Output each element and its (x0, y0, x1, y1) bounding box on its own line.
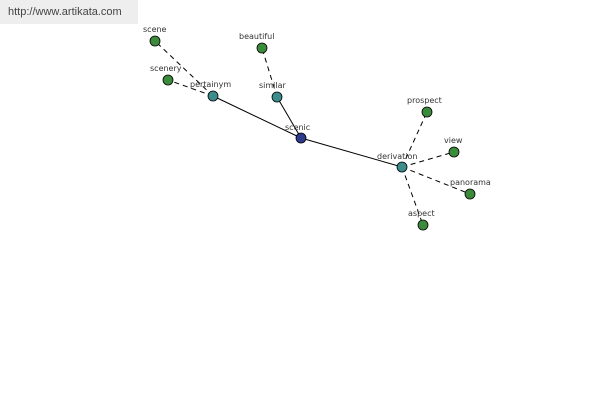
node-aspect[interactable] (417, 219, 429, 231)
edge-scenic-similar (276, 96, 302, 139)
node-derivation[interactable] (396, 161, 408, 173)
node-label-scenic[interactable]: scenic (285, 123, 310, 132)
node-beautiful[interactable] (256, 42, 268, 54)
edge-scenic-pertainym (212, 95, 302, 139)
node-pertainym[interactable] (207, 90, 219, 102)
graph-labels: scenic pertainym similar derivation scene sce… (143, 25, 491, 218)
node-label-derivation[interactable]: derivation (377, 152, 417, 161)
node-label-aspect[interactable]: aspect (408, 209, 435, 218)
node-scene[interactable] (149, 35, 161, 47)
node-scenic[interactable] (295, 132, 307, 144)
graph-nodes (149, 35, 476, 231)
node-label-scene[interactable]: scene (143, 25, 167, 34)
node-label-prospect[interactable]: prospect (407, 96, 442, 105)
node-label-panorama[interactable]: panorama (450, 178, 491, 187)
node-panorama[interactable] (464, 188, 476, 200)
node-label-scenery[interactable]: scenery (150, 64, 182, 73)
edge-derivation-prospect (401, 111, 428, 168)
node-label-view[interactable]: view (444, 136, 463, 145)
edge-derivation-aspect (401, 166, 424, 226)
edge-pertainym-scenery (167, 79, 214, 97)
edge-derivation-view (401, 151, 455, 168)
graph-edges (154, 40, 471, 226)
node-view[interactable] (448, 146, 460, 158)
node-label-similar[interactable]: similar (259, 81, 287, 90)
site-url-watermark[interactable]: http://www.artikata.com (0, 0, 138, 24)
edge-scenic-derivation (300, 137, 403, 168)
node-scenery[interactable] (162, 74, 174, 86)
node-similar[interactable] (271, 91, 283, 103)
node-prospect[interactable] (421, 106, 433, 118)
node-label-pertainym[interactable]: pertainym (190, 80, 231, 89)
node-label-beautiful[interactable]: beautiful (239, 32, 274, 41)
edge-derivation-panorama (401, 166, 471, 195)
edge-pertainym-scene (154, 40, 214, 97)
